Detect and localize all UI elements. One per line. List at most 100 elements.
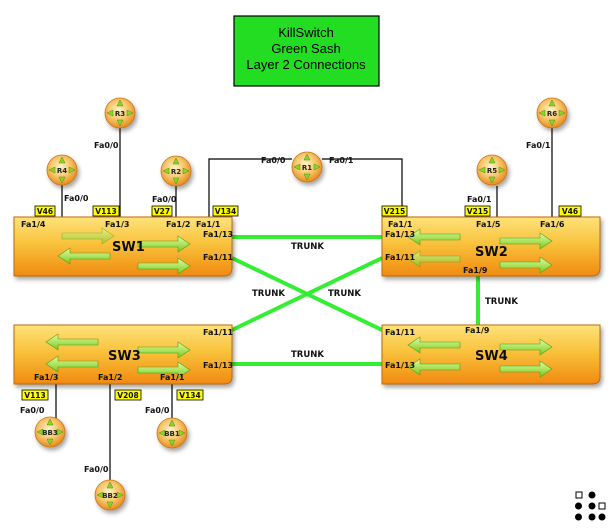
port-label: Fa0/0 <box>152 195 177 204</box>
router-arrows-icon <box>538 99 566 127</box>
vlan-badge: V113 <box>21 389 49 401</box>
title-line-1: KillSwitch <box>278 25 334 40</box>
router-arrows-icon <box>48 156 76 184</box>
vlan-badge-label: V46 <box>562 207 578 216</box>
port-label: Fa0/0 <box>145 406 170 415</box>
corner-logo <box>575 491 606 521</box>
port-label: Fa1/13 <box>203 230 233 239</box>
router-r2-label: R2 <box>171 168 181 176</box>
trunk-label: TRUNK <box>291 242 324 252</box>
router-bb2[interactable]: BB2 <box>94 479 126 511</box>
router-r5[interactable]: R5 <box>476 154 508 186</box>
routers: R3 R4 R2 R1 <box>34 97 568 511</box>
switch-sw3[interactable]: SW3 <box>13 324 233 385</box>
port-label: Fa0/0 <box>64 194 89 203</box>
port-label: Fa1/4 <box>21 220 46 229</box>
sw4-label: SW4 <box>475 349 508 364</box>
vlan-badge: V208 <box>114 389 142 401</box>
port-label: Fa1/1 <box>388 220 413 229</box>
switch-arrows-icon <box>407 228 553 274</box>
vlan-badge-label: V134 <box>215 207 236 216</box>
router-arrows-icon <box>293 153 321 181</box>
vlan-badges: V46 V113 V27 V134 V215 V215 V46 V113 V20… <box>21 205 582 401</box>
trunk-sw2-sw3 <box>231 256 383 332</box>
router-arrows-icon <box>36 418 64 446</box>
port-label: Fa0/1 <box>467 195 492 204</box>
sw2-label: SW2 <box>475 245 508 260</box>
port-label: Fa1/3 <box>105 220 129 229</box>
port-label: Fa1/11 <box>203 253 233 262</box>
vlan-badge: V113 <box>92 205 120 217</box>
router-r4-label: R4 <box>57 167 67 175</box>
title-box: KillSwitch Green Sash Layer 2 Connection… <box>233 15 380 87</box>
router-r6[interactable]: R6 <box>536 97 568 129</box>
port-label: Fa1/11 <box>385 328 415 337</box>
port-label: Fa0/0 <box>20 406 45 415</box>
trunk-label: TRUNK <box>328 289 361 299</box>
router-r3-label: R3 <box>115 110 125 118</box>
trunk-labels: TRUNK TRUNK TRUNK TRUNK TRUNK <box>252 242 518 360</box>
switch-sw2[interactable]: SW2 <box>381 216 601 277</box>
router-arrows-icon <box>106 99 134 127</box>
vlan-badge: V215 <box>464 205 491 217</box>
switch-arrows-icon <box>57 227 191 275</box>
router-r1-label: R1 <box>302 164 312 172</box>
router-r6-label: R6 <box>547 110 557 118</box>
router-bb3[interactable]: BB3 <box>34 416 66 448</box>
vlan-badge-label: V215 <box>467 207 488 216</box>
router-r3[interactable]: R3 <box>104 97 136 129</box>
vlan-badge-label: V134 <box>179 391 200 400</box>
router-arrows-icon <box>96 481 124 509</box>
router-port-labels: Fa0/0 Fa0/0 Fa0/0 Fa0/0 Fa0/1 Fa0/1 Fa0/… <box>20 141 551 474</box>
trunk-label: TRUNK <box>485 297 518 307</box>
switch-sw4[interactable]: SW4 <box>381 324 601 385</box>
switch-port-labels: Fa1/4 Fa1/3 Fa1/2 Fa1/1 Fa1/13 Fa1/11 Fa… <box>21 220 565 382</box>
switch-sw1[interactable]: SW1 <box>13 216 233 277</box>
port-label: Fa1/5 <box>476 220 501 229</box>
router-bb1-label: BB1 <box>164 430 180 438</box>
port-label: Fa0/0 <box>84 465 109 474</box>
title-line-3: Layer 2 Connections <box>246 57 366 72</box>
port-label: Fa1/13 <box>385 361 415 370</box>
router-r4[interactable]: R4 <box>46 154 78 186</box>
port-label: Fa0/1 <box>329 156 354 165</box>
port-label: Fa1/1 <box>196 220 221 229</box>
port-label: Fa1/13 <box>203 361 233 370</box>
vlan-badge-label: V27 <box>154 207 170 216</box>
port-label: Fa1/13 <box>385 230 415 239</box>
port-label: Fa1/3 <box>34 373 58 382</box>
vlan-badge: V46 <box>558 205 582 217</box>
vlan-badge: V27 <box>151 205 173 217</box>
router-bb2-label: BB2 <box>102 492 118 500</box>
router-r5-label: R5 <box>487 167 497 175</box>
port-label: Fa1/11 <box>203 328 233 337</box>
vlan-badge: V134 <box>212 205 239 217</box>
port-label: Fa0/0 <box>94 141 119 150</box>
trunk-links <box>231 235 480 366</box>
port-label: Fa1/11 <box>385 253 415 262</box>
router-arrows-icon <box>478 156 506 184</box>
vlan-badge-label: V113 <box>24 391 45 400</box>
router-r1[interactable]: R1 <box>291 151 323 183</box>
access-links <box>55 120 553 486</box>
trunk-label: TRUNK <box>252 289 285 299</box>
vlan-badge-label: V113 <box>95 207 116 216</box>
port-label: Fa1/9 <box>463 266 488 275</box>
router-bb1[interactable]: BB1 <box>156 417 188 449</box>
sw3-label: SW3 <box>108 349 141 364</box>
vlan-badge-label: V208 <box>117 391 138 400</box>
vlan-badge: V134 <box>176 389 204 401</box>
vlan-badge-label: V46 <box>37 207 53 216</box>
sw1-label: SW1 <box>112 240 145 255</box>
router-arrows-icon <box>162 157 190 185</box>
port-label: Fa1/1 <box>160 373 185 382</box>
router-arrows-icon <box>158 419 186 447</box>
port-label: Fa0/1 <box>526 141 551 150</box>
router-r2[interactable]: R2 <box>160 155 192 187</box>
title-line-2: Green Sash <box>271 41 340 56</box>
port-label: Fa1/9 <box>465 326 490 335</box>
port-label: Fa1/2 <box>98 373 122 382</box>
vlan-badge: V215 <box>381 205 408 217</box>
port-label: Fa1/2 <box>166 220 190 229</box>
